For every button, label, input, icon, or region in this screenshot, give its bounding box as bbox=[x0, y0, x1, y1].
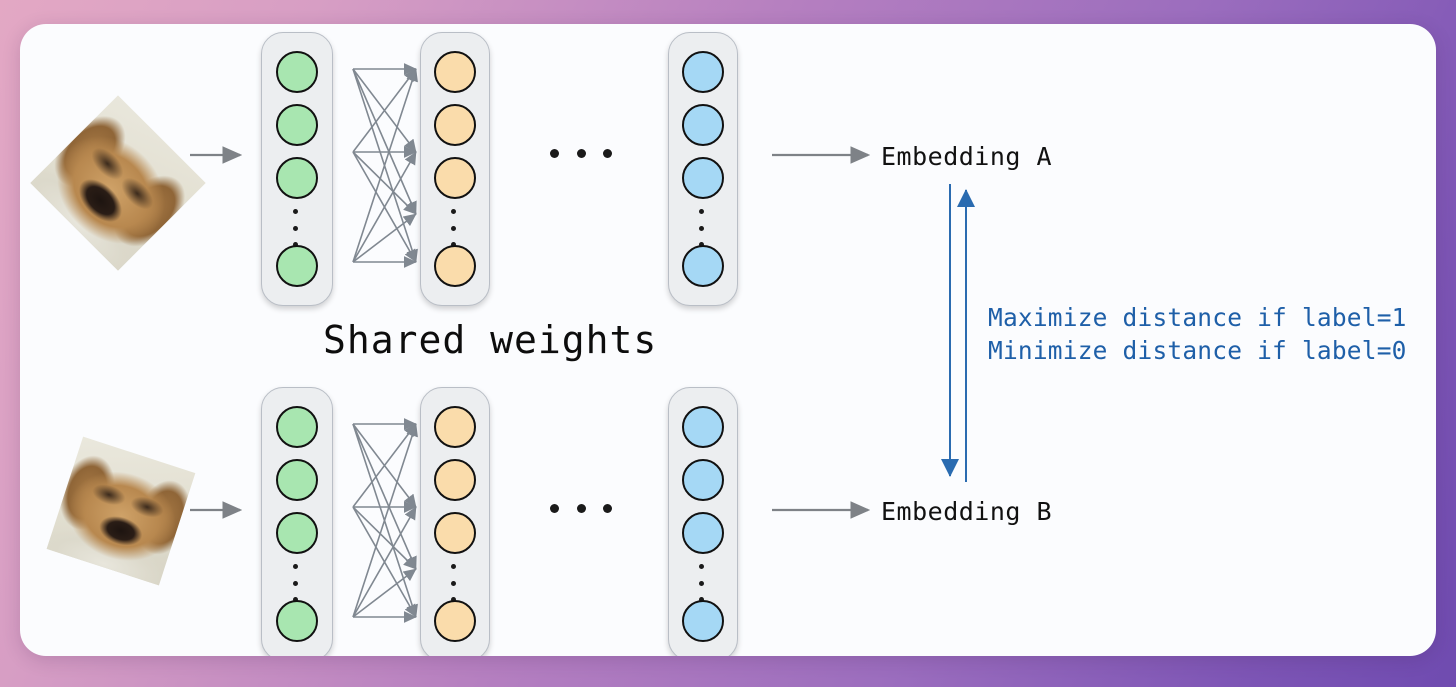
diagram-card: Embedding A Shared weights bbox=[20, 24, 1436, 656]
neuron-input-a-3 bbox=[276, 157, 318, 199]
embedding-b-label: Embedding B bbox=[881, 497, 1053, 526]
neuron-output-a-4 bbox=[682, 245, 724, 287]
neuron-output-b-1 bbox=[682, 406, 724, 448]
layer-gap-ellipsis-a bbox=[550, 148, 612, 158]
input-image-b bbox=[46, 436, 196, 586]
objective-minimize-label: Minimize distance if label=0 bbox=[988, 336, 1407, 365]
neuron-hidden-b-3 bbox=[434, 512, 476, 554]
neuron-hidden-a-3 bbox=[434, 157, 476, 199]
neuron-input-b-2 bbox=[276, 459, 318, 501]
layer-gap-ellipsis-b bbox=[550, 503, 612, 513]
neuron-output-a-3 bbox=[682, 157, 724, 199]
input-image-a bbox=[30, 95, 206, 271]
neuron-hidden-b-4 bbox=[434, 600, 476, 642]
neuron-hidden-a-2 bbox=[434, 104, 476, 146]
shared-weights-label: Shared weights bbox=[323, 318, 658, 362]
neuron-hidden-a-4 bbox=[434, 245, 476, 287]
neuron-output-b-2 bbox=[682, 459, 724, 501]
neuron-input-b-4 bbox=[276, 600, 318, 642]
ellipsis-input-b bbox=[292, 564, 298, 602]
neuron-input-b-3 bbox=[276, 512, 318, 554]
ellipsis-hidden-a bbox=[450, 209, 456, 247]
layer-box-input-a bbox=[261, 32, 333, 306]
embedding-a-label: Embedding A bbox=[881, 142, 1053, 171]
neuron-hidden-b-1 bbox=[434, 406, 476, 448]
neuron-output-a-1 bbox=[682, 51, 724, 93]
layer-box-hidden-a bbox=[420, 32, 490, 306]
layer-box-output-a bbox=[668, 32, 738, 306]
neuron-output-b-3 bbox=[682, 512, 724, 554]
ellipsis-output-a bbox=[698, 209, 704, 247]
ellipsis-output-b bbox=[698, 564, 704, 602]
neuron-hidden-b-2 bbox=[434, 459, 476, 501]
layer-box-input-b bbox=[261, 387, 333, 656]
neuron-output-a-2 bbox=[682, 104, 724, 146]
neuron-input-a-4 bbox=[276, 245, 318, 287]
neuron-input-a-1 bbox=[276, 51, 318, 93]
ellipsis-input-a bbox=[292, 209, 298, 247]
ellipsis-hidden-b bbox=[450, 564, 456, 602]
layer-box-hidden-b bbox=[420, 387, 490, 656]
neuron-input-a-2 bbox=[276, 104, 318, 146]
neuron-input-b-1 bbox=[276, 406, 318, 448]
layer-box-output-b bbox=[668, 387, 738, 656]
objective-maximize-label: Maximize distance if label=1 bbox=[988, 303, 1407, 332]
neuron-hidden-a-1 bbox=[434, 51, 476, 93]
neuron-output-b-4 bbox=[682, 600, 724, 642]
